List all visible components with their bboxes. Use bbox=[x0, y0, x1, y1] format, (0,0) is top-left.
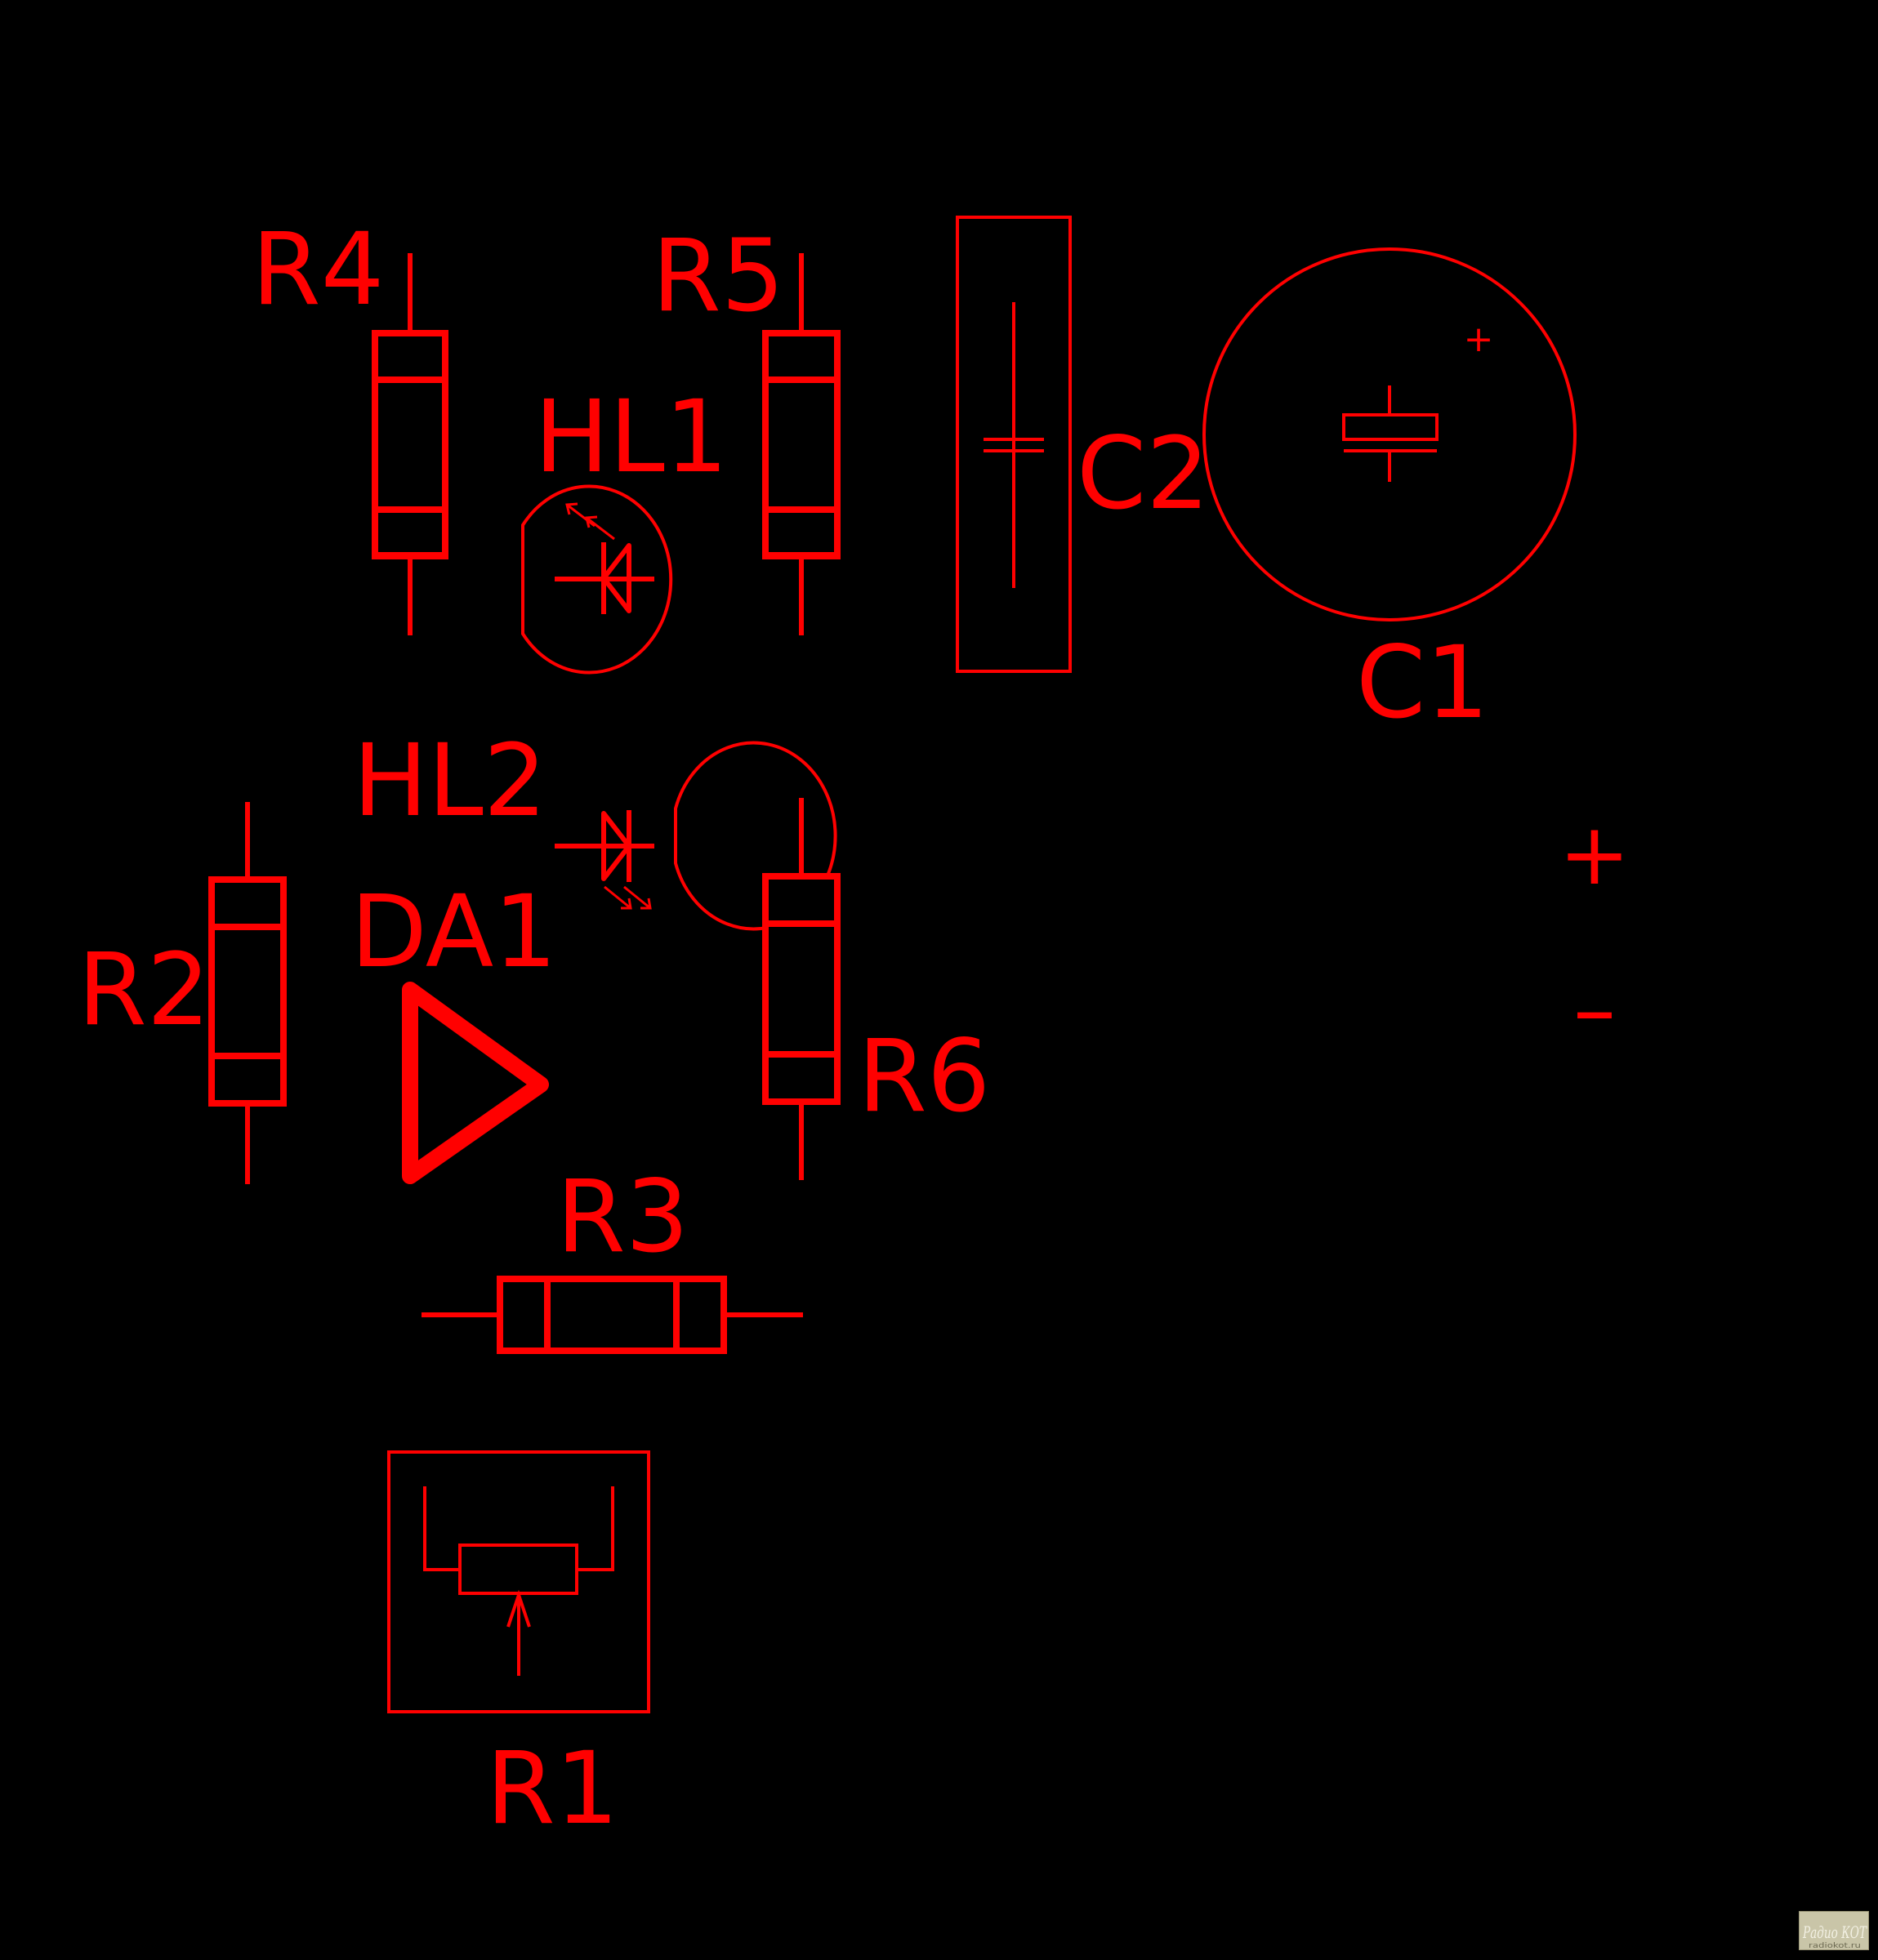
label-r6: R6 bbox=[858, 1018, 990, 1134]
resistor-r2 bbox=[208, 802, 287, 1184]
watermark-logo-text: Радио КОТ bbox=[1802, 1922, 1867, 1942]
label-c2: C2 bbox=[1077, 416, 1210, 532]
label-da1: DA1 bbox=[350, 874, 557, 990]
resistor-r6 bbox=[762, 798, 841, 1180]
label-r4: R4 bbox=[252, 212, 384, 327]
trimmer-r1 bbox=[387, 1450, 650, 1713]
label-c1: C1 bbox=[1356, 625, 1489, 741]
watermark-site-text: radiokot.ru bbox=[1809, 1942, 1861, 1950]
c1-polarity-plus: + bbox=[1464, 318, 1494, 360]
label-r2: R2 bbox=[78, 932, 210, 1048]
supply-minus-marker: – bbox=[1573, 960, 1616, 1059]
led-hl1 bbox=[521, 484, 673, 675]
supply-plus-marker: + bbox=[1559, 804, 1630, 904]
led-hl2 bbox=[555, 741, 837, 931]
label-hl1: HL1 bbox=[534, 379, 728, 495]
capacitor-c2 bbox=[956, 216, 1072, 673]
label-r3: R3 bbox=[556, 1159, 689, 1275]
capacitor-c1 bbox=[1202, 247, 1577, 621]
resistor-r3 bbox=[422, 1276, 803, 1354]
resistor-r4 bbox=[372, 253, 448, 635]
label-hl2: HL2 bbox=[353, 723, 546, 839]
resistor-r5 bbox=[762, 253, 841, 635]
label-r1: R1 bbox=[486, 1731, 618, 1846]
label-r5: R5 bbox=[652, 218, 784, 334]
watermark-badge: Радио КОТ radiokot.ru bbox=[1799, 1911, 1869, 1950]
ic-da1 bbox=[402, 982, 549, 1184]
